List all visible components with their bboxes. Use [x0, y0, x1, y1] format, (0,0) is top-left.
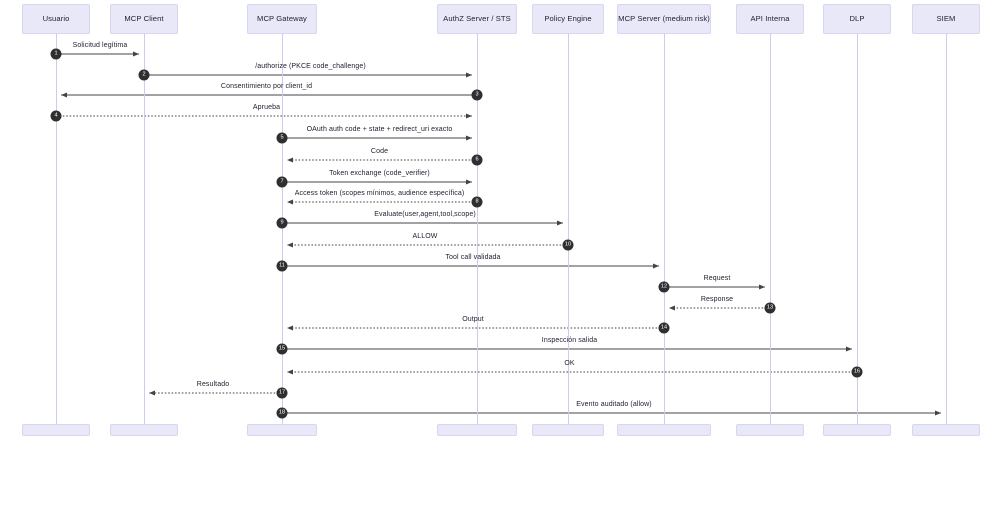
participant-label: Usuario	[42, 13, 70, 23]
message-sequence-badge-5[interactable]: 5	[276, 132, 288, 144]
message-sequence-badge-9[interactable]: 9	[276, 217, 288, 229]
message-sequence-badge-17[interactable]: 17	[276, 387, 288, 399]
message-label-16: OK	[564, 360, 575, 367]
lifeline-mcpserver	[664, 34, 665, 424]
lifeline-policy	[568, 34, 569, 424]
message-label-15: Inspección salida	[541, 337, 598, 344]
participant-label: AuthZ Server / STS	[443, 13, 511, 23]
participant-footer-usuario	[22, 424, 90, 436]
participant-footer-dlp	[823, 424, 891, 436]
message-label-17: Resultado	[196, 381, 230, 388]
participant-footer-gateway	[247, 424, 317, 436]
lifeline-dlp	[857, 34, 858, 424]
message-sequence-badge-6[interactable]: 6	[471, 154, 483, 166]
message-label-9: Evaluate(user,agent,tool,scope)	[374, 211, 476, 218]
message-sequence-badge-14[interactable]: 14	[658, 322, 670, 334]
participant-label: MCP Server (medium risk)	[618, 13, 710, 23]
participant-label: SIEM	[936, 13, 956, 23]
message-sequence-badge-18[interactable]: 18	[276, 407, 288, 419]
participant-footer-client	[110, 424, 178, 436]
participant-client[interactable]: MCP Client	[110, 4, 178, 34]
participant-label: MCP Client	[124, 13, 164, 23]
message-sequence-badge-8[interactable]: 8	[471, 196, 483, 208]
message-label-10: ALLOW	[412, 233, 438, 240]
participant-footer-mcpserver	[617, 424, 711, 436]
message-sequence-badge-2[interactable]: 2	[138, 69, 150, 81]
message-label-2: /authorize (PKCE code_challenge)	[255, 63, 366, 70]
participant-footer-api	[736, 424, 804, 436]
participant-label: Policy Engine	[544, 13, 592, 23]
lifeline-usuario	[56, 34, 57, 424]
message-sequence-badge-1[interactable]: 1	[50, 48, 62, 60]
participant-api[interactable]: API Interna	[736, 4, 804, 34]
message-sequence-badge-16[interactable]: 16	[851, 366, 863, 378]
lifeline-gateway	[282, 34, 283, 424]
message-sequence-badge-15[interactable]: 15	[276, 343, 288, 355]
lifeline-api	[770, 34, 771, 424]
message-label-8: Access token (scopes mínimos, audience e…	[294, 190, 465, 197]
participant-footer-policy	[532, 424, 604, 436]
participant-dlp[interactable]: DLP	[823, 4, 891, 34]
message-sequence-badge-12[interactable]: 12	[658, 281, 670, 293]
participant-footer-siem	[912, 424, 980, 436]
message-label-14: Output	[462, 316, 484, 323]
message-sequence-badge-4[interactable]: 4	[50, 110, 62, 122]
lifeline-authz	[477, 34, 478, 424]
participant-policy[interactable]: Policy Engine	[532, 4, 604, 34]
message-sequence-badge-3[interactable]: 3	[471, 89, 483, 101]
participant-mcpserver[interactable]: MCP Server (medium risk)	[617, 4, 711, 34]
lifeline-siem	[946, 34, 947, 424]
message-sequence-badge-13[interactable]: 13	[764, 302, 776, 314]
message-label-3: Consentimiento por client_id	[220, 83, 313, 90]
participant-footer-authz	[437, 424, 517, 436]
message-sequence-badge-11[interactable]: 11	[276, 260, 288, 272]
message-label-11: Tool call validada	[445, 254, 501, 261]
lifeline-client	[144, 34, 145, 424]
message-label-12: Request	[703, 275, 731, 282]
message-sequence-badge-10[interactable]: 10	[562, 239, 574, 251]
message-label-5: OAuth auth code + state + redirect_uri e…	[306, 126, 453, 133]
message-sequence-badge-7[interactable]: 7	[276, 176, 288, 188]
message-label-1: Solicitud legítima	[72, 42, 128, 49]
message-label-7: Token exchange (code_verifier)	[329, 170, 430, 177]
participant-authz[interactable]: AuthZ Server / STS	[437, 4, 517, 34]
participant-label: API Interna	[750, 13, 790, 23]
message-label-18: Evento auditado (allow)	[576, 401, 652, 408]
participant-siem[interactable]: SIEM	[912, 4, 980, 34]
message-label-6: Code	[370, 148, 389, 155]
participant-label: MCP Gateway	[257, 13, 307, 23]
participant-usuario[interactable]: Usuario	[22, 4, 90, 34]
message-label-4: Aprueba	[252, 104, 281, 111]
participant-gateway[interactable]: MCP Gateway	[247, 4, 317, 34]
message-label-13: Response	[700, 296, 734, 303]
participant-label: DLP	[849, 13, 865, 23]
